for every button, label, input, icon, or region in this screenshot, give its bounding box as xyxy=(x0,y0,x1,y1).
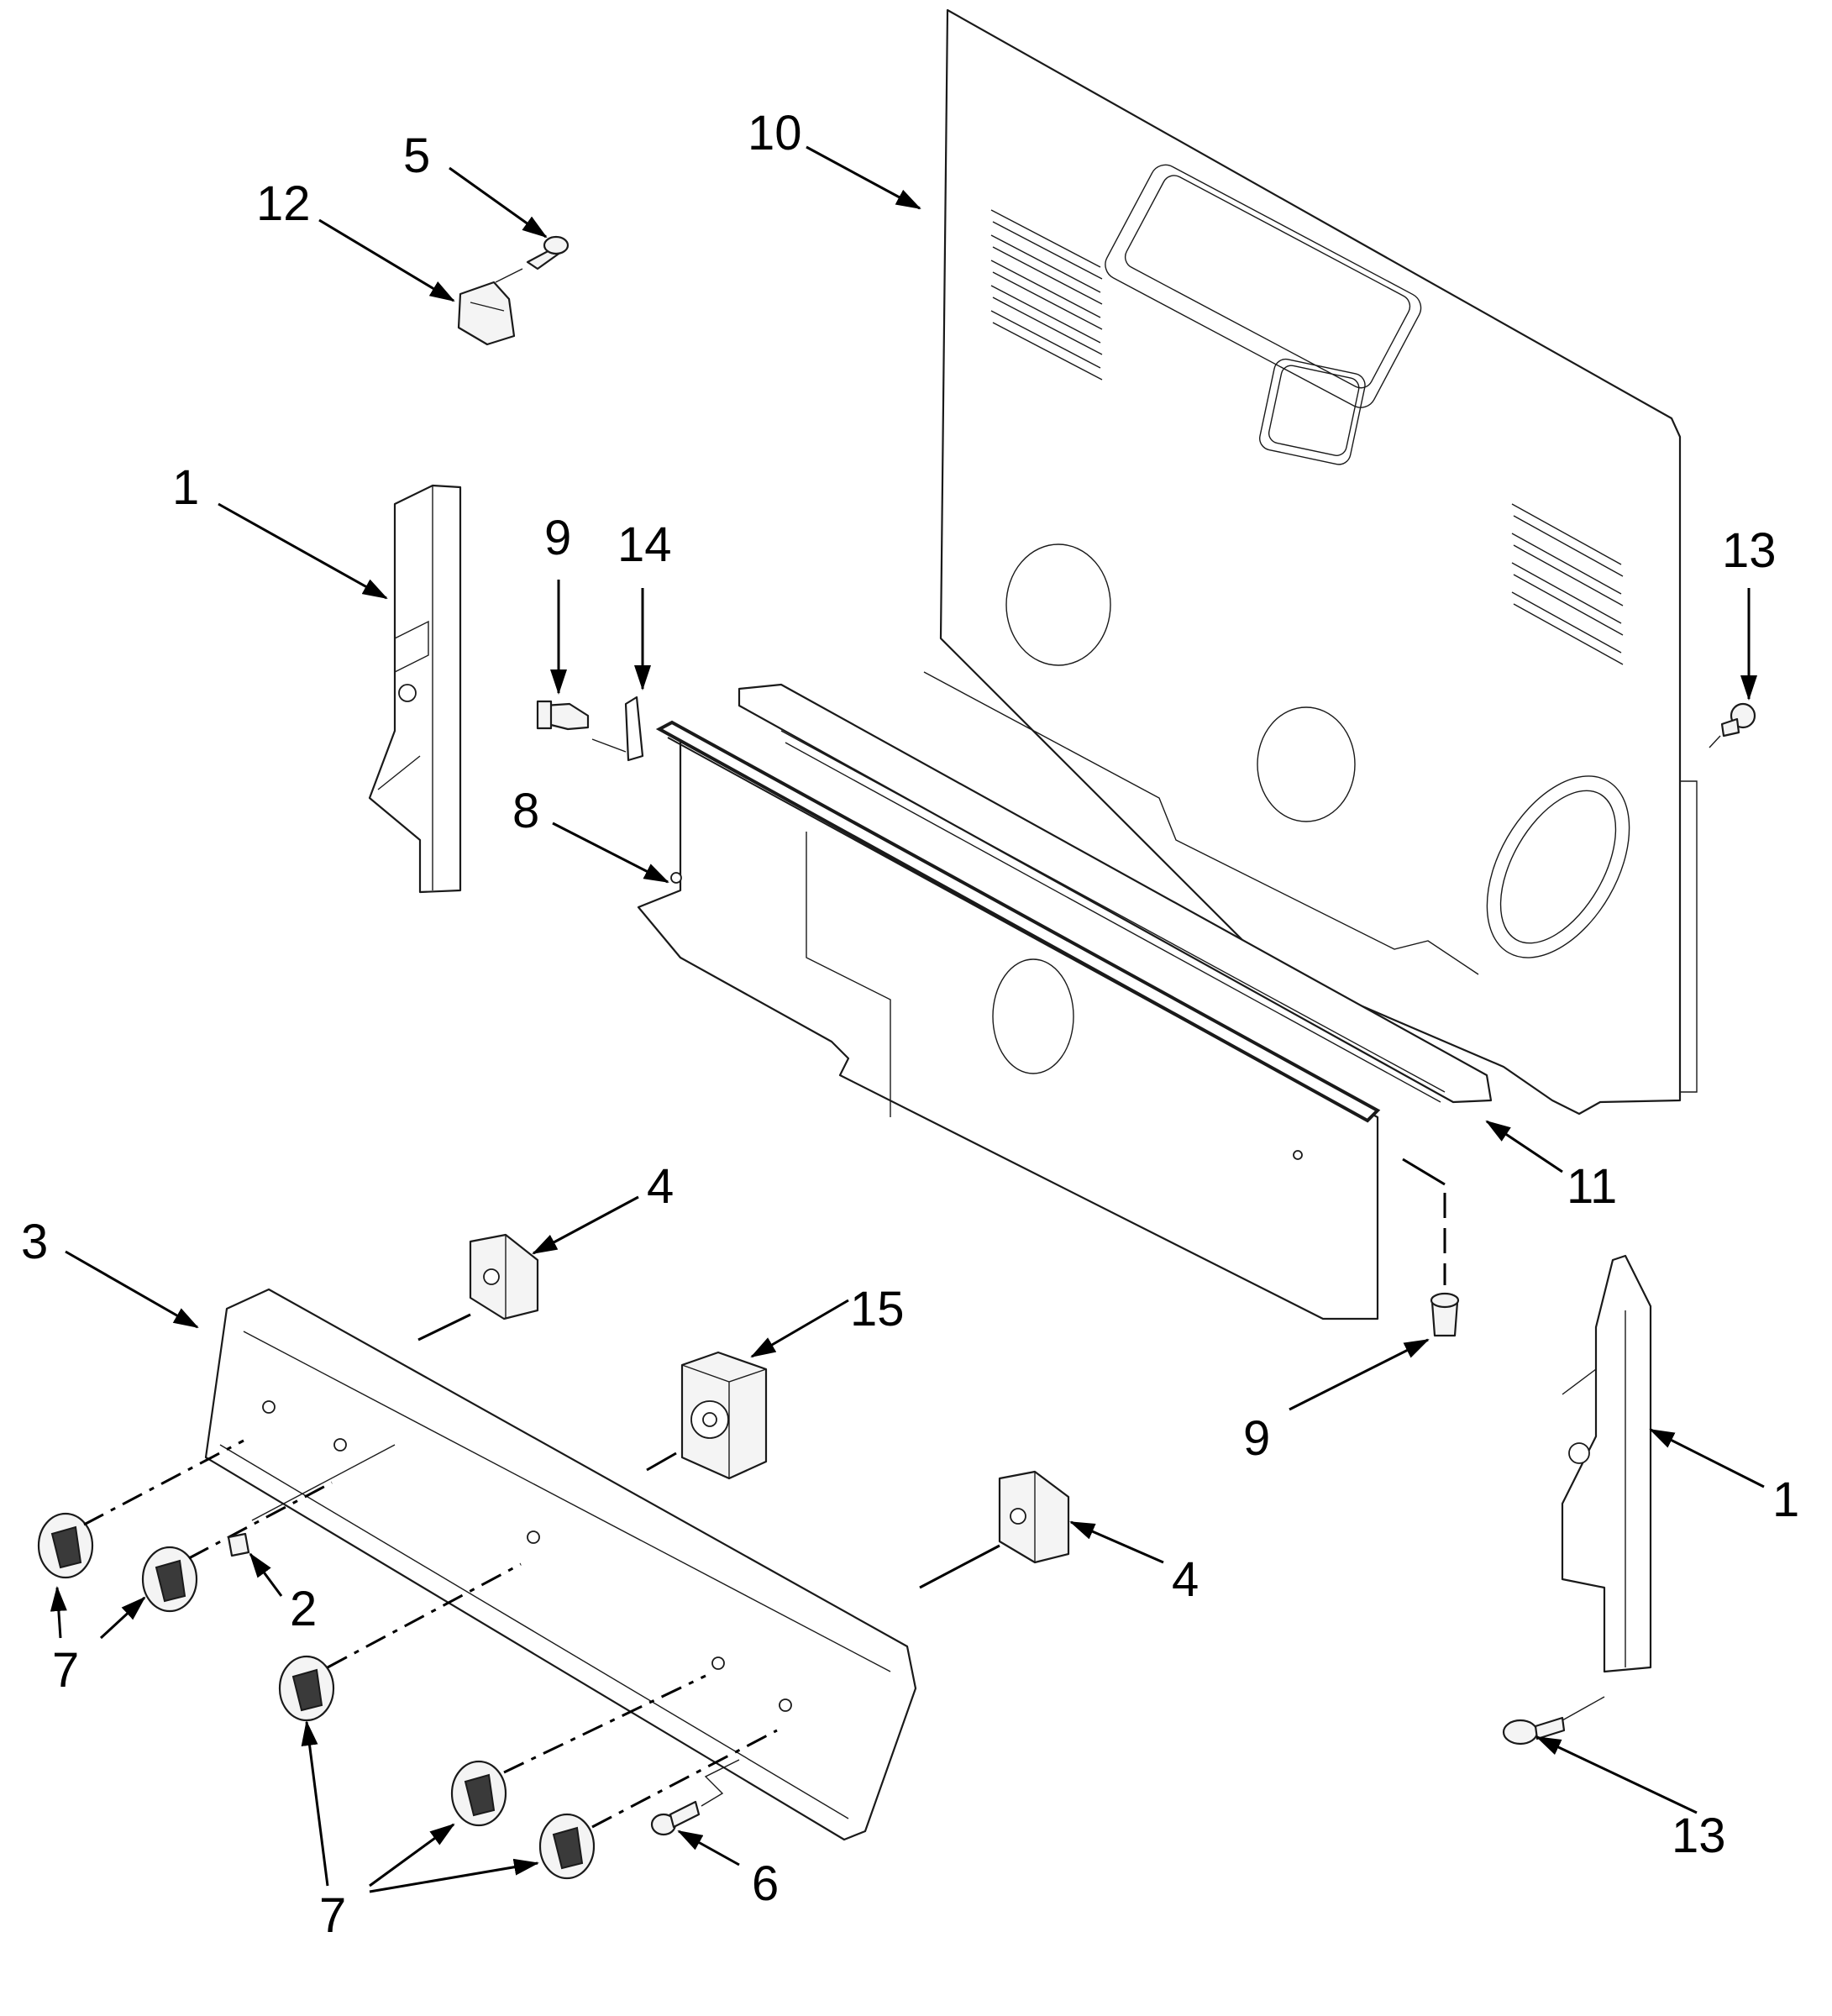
callout-7-left: 7 xyxy=(52,1643,79,1698)
clip-part-12 xyxy=(457,281,516,346)
knob-part-7-a xyxy=(37,1439,244,1579)
gasket-part-14 xyxy=(655,720,1381,1123)
screw-part-9-upper xyxy=(536,700,590,731)
vent-slots-lower xyxy=(1511,503,1624,665)
callout-6: 6 xyxy=(752,1856,779,1911)
control-panel-part-3 xyxy=(204,1288,917,1841)
callout-8: 8 xyxy=(512,784,539,838)
screw-part-13-upper xyxy=(1709,702,1756,748)
knob-part-7-c xyxy=(278,1562,522,1722)
side-bracket-part-1-right xyxy=(1561,1254,1652,1673)
switch-part-4-upper xyxy=(417,1233,539,1341)
callout-3: 3 xyxy=(21,1215,48,1269)
callout-14: 14 xyxy=(617,517,672,572)
callout-leaders xyxy=(50,145,1765,1893)
screw-part-13-lower xyxy=(1502,1696,1605,1746)
callout-9-upper: 9 xyxy=(544,511,571,565)
callout-9-lower: 9 xyxy=(1243,1411,1270,1466)
callout-4-upper: 4 xyxy=(647,1159,674,1214)
vent-slots-upper xyxy=(990,209,1103,381)
switch-part-4-lower xyxy=(919,1470,1070,1589)
callout-13-lower: 13 xyxy=(1672,1809,1726,1863)
rail-part-11 xyxy=(738,683,1493,1104)
screw-part-5 xyxy=(495,235,570,283)
callout-labels: 5 12 10 1 9 14 13 8 11 4 3 15 9 1 2 7 4 … xyxy=(21,106,1799,1943)
callout-1-left: 1 xyxy=(172,460,199,515)
screw-part-9-lower xyxy=(1402,1158,1460,1337)
callout-10: 10 xyxy=(748,106,802,160)
callout-11: 11 xyxy=(1567,1159,1617,1214)
rear-panel-part-10 xyxy=(923,8,1698,1116)
knob-part-7-d xyxy=(450,1674,706,1827)
side-bracket-part-1-left xyxy=(368,484,462,894)
clip-part-14 xyxy=(591,696,644,762)
callout-7-bottom: 7 xyxy=(319,1888,346,1943)
screw-part-6 xyxy=(650,1759,740,1836)
callout-12: 12 xyxy=(256,176,311,231)
callout-1-right: 1 xyxy=(1772,1473,1799,1527)
callout-5: 5 xyxy=(403,129,430,183)
callout-13-upper: 13 xyxy=(1722,523,1777,578)
knob-part-7-b xyxy=(141,1481,333,1613)
knob-part-7-e xyxy=(538,1729,778,1880)
lower-panel-part-8 xyxy=(637,738,1379,1320)
callout-4-lower: 4 xyxy=(1172,1552,1199,1607)
callout-2: 2 xyxy=(290,1582,317,1636)
clip-part-2 xyxy=(227,1444,396,1557)
timer-part-15 xyxy=(646,1351,768,1480)
callout-15: 15 xyxy=(850,1282,905,1336)
